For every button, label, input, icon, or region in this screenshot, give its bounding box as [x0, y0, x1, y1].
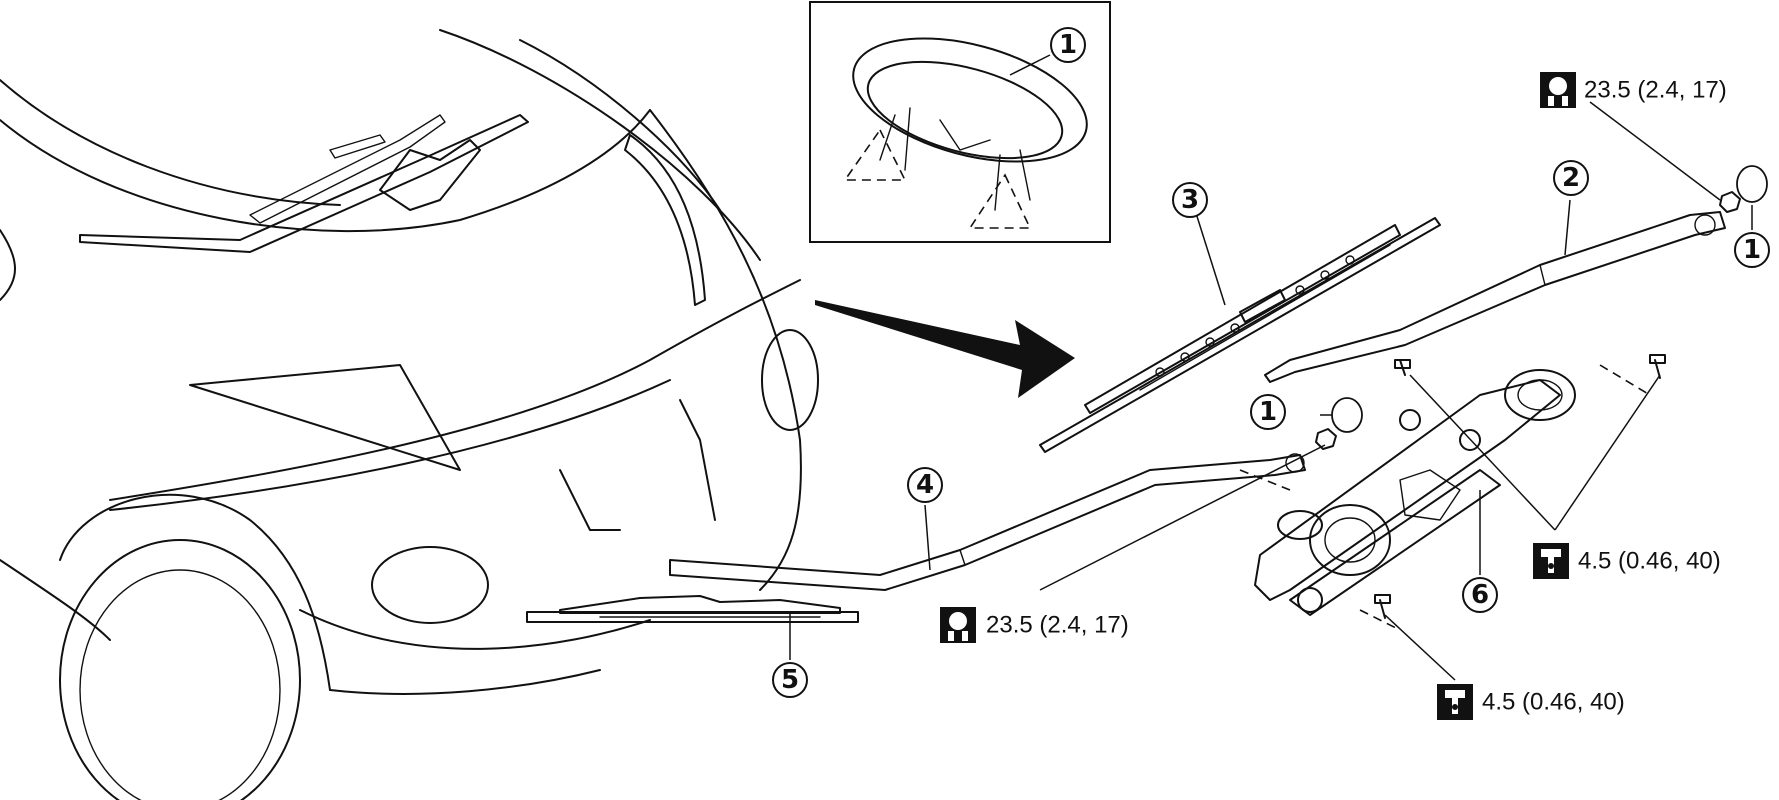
svg-text:1: 1 [1259, 397, 1277, 427]
pivot-cap-right [1736, 165, 1768, 203]
callout-blade-lower: 5 [772, 662, 808, 698]
svg-text:1: 1 [1059, 30, 1077, 60]
wiper-arm-driver [669, 428, 1337, 591]
torque-wrench-bolt-icon [1437, 684, 1473, 720]
callout-inset: 1 [1050, 27, 1086, 63]
torque-wrench-bolt-icon [1533, 543, 1569, 579]
svg-text:5: 5 [781, 665, 799, 695]
wiper-blade-driver [526, 595, 859, 623]
torque-wrench-nut-icon [1540, 72, 1576, 108]
callout-arm-left: 4 [907, 467, 943, 503]
leader-lines [789, 101, 1753, 681]
torque-label-arm-right: 23.5 (2.4, 17) [1540, 72, 1727, 108]
svg-text:23.5 (2.4, 17): 23.5 (2.4, 17) [1584, 77, 1727, 104]
svg-text:23.5 (2.4, 17): 23.5 (2.4, 17) [986, 612, 1129, 639]
torque-wrench-nut-icon [940, 607, 976, 643]
svg-text:4.5 (0.46, 40): 4.5 (0.46, 40) [1578, 548, 1721, 575]
wiper-blade-passenger [1039, 217, 1441, 453]
wiper-motor-linkage [1239, 354, 1666, 631]
callout-cap-center: 1 [1250, 394, 1286, 430]
svg-text:4: 4 [916, 470, 934, 500]
callout-arm-right: 2 [1553, 160, 1589, 196]
svg-text:3: 3 [1181, 185, 1199, 215]
svg-text:6: 6 [1471, 580, 1489, 610]
callout-linkage: 6 [1462, 577, 1498, 613]
callout-cap-right: 1 [1734, 232, 1770, 268]
svg-text:4.5 (0.46, 40): 4.5 (0.46, 40) [1482, 689, 1625, 716]
torque-label-linkage-right: 4.5 (0.46, 40) [1533, 543, 1721, 579]
callout-blade-upper: 3 [1172, 182, 1208, 218]
torque-label-arm-left: 23.5 (2.4, 17) [940, 607, 1129, 643]
direction-arrow [815, 300, 1075, 398]
svg-text:1: 1 [1743, 235, 1761, 265]
torque-label-linkage-bottom: 4.5 (0.46, 40) [1437, 684, 1625, 720]
pivot-cap-center [1331, 397, 1363, 433]
svg-text:2: 2 [1562, 163, 1580, 193]
wiper-arm-passenger [1264, 191, 1741, 383]
vehicle-front-body [0, 29, 819, 800]
